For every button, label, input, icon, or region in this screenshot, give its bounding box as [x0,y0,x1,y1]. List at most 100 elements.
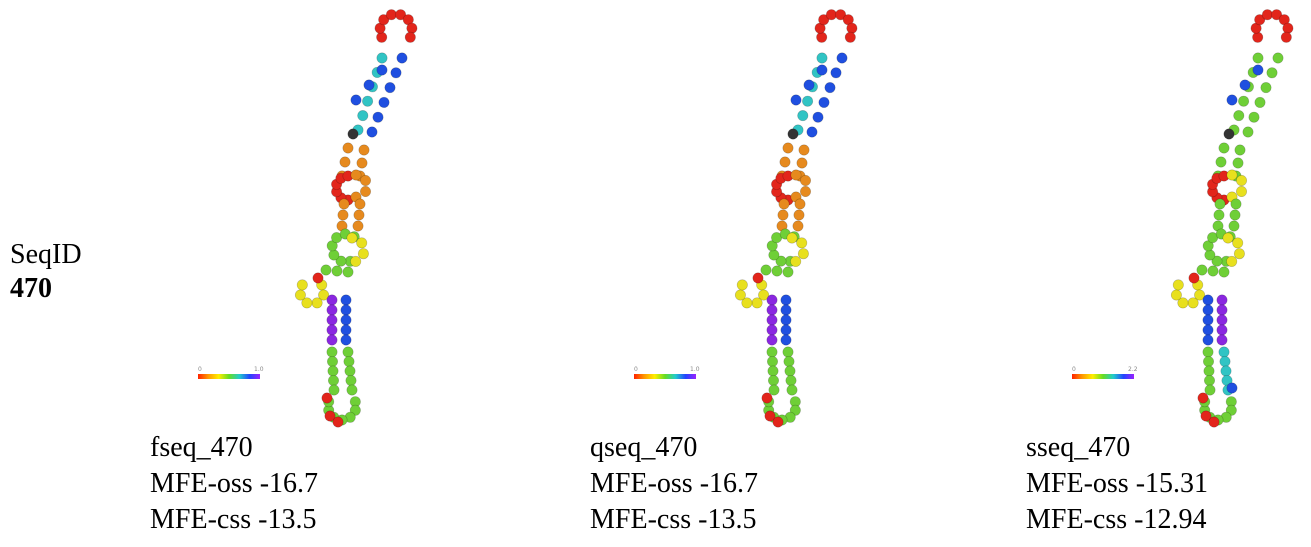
nucleotide-base [376,52,388,64]
nucleotide-base [1202,334,1214,346]
nucleotide-base [796,237,808,249]
nucleotide-base [1188,272,1200,284]
nucleotide-base [345,374,357,386]
nucleotide-base [783,355,795,367]
nucleotide-base [1252,64,1264,76]
legend-gradient [198,374,260,379]
nucleotide-base [1172,279,1184,291]
nucleotide-base [806,126,818,138]
nucleotide-base [1233,248,1245,260]
nucleotide-base [328,374,340,386]
nucleotide-base [296,279,308,291]
nucleotide-base [1232,237,1244,249]
nucleotide-base [768,374,780,386]
mfe-oss: MFE-oss -15.31 [1026,468,1209,499]
nucleotide-base [344,365,356,377]
nucleotide-base [346,384,358,396]
nucleotide-base [1260,82,1272,94]
nucleotide-base [340,304,352,316]
nucleotide-base [800,186,812,198]
nucleotide-base [363,79,375,91]
nucleotide-base [1202,314,1214,326]
nucleotide-base [824,82,836,94]
nucleotide-base [741,297,753,309]
nucleotide-base [404,31,416,43]
nucleotide-base [767,355,779,367]
nucleotide-base [794,198,806,210]
nucleotide-base [342,346,354,358]
nucleotide-base [1248,111,1260,123]
nucleotide-base [301,297,313,309]
nucleotide-base [1202,304,1214,316]
nucleotide-base [356,237,368,249]
nucleotide-base [766,346,778,358]
nucleotide-base [797,110,809,122]
structure-panel-fseq: 0 1.0 fseq_470 MFE-oss -16.7 MFE-css -13… [120,0,560,547]
nucleotide-base [766,334,778,346]
legend-min: 0 [634,366,638,373]
nucleotide-base [350,169,362,181]
nucleotide-base [346,232,358,244]
nucleotide-base [357,110,369,122]
rna-structure-diagram [294,9,418,428]
nucleotide-base [1226,94,1238,106]
nucleotide-base [782,346,794,358]
nucleotide-base [768,384,780,396]
nucleotide-base [356,157,368,169]
nucleotide-base [342,266,354,278]
nucleotide-base [354,198,366,210]
nucleotide-base [836,52,848,64]
nucleotide-base [378,96,390,108]
nucleotide-base [1261,9,1273,21]
panel-caption: sseq_470 MFE-oss -15.31 MFE-css -12.94 [1026,430,1208,538]
nucleotide-base [350,94,362,106]
nucleotide-base [343,355,355,367]
nucleotide-base [784,365,796,377]
legend-max: 1.0 [690,366,700,373]
nucleotide-base [803,79,815,91]
nucleotide-base [326,324,338,336]
nucleotide-base [790,94,802,106]
nucleotide-base [802,95,814,107]
nucleotide-base [318,289,330,301]
legend-max: 1.0 [254,366,264,373]
mfe-oss: MFE-oss -16.7 [590,468,759,499]
legend-max: 2.2 [1128,366,1138,373]
nucleotide-base [1200,410,1212,422]
nucleotide-base [326,346,338,358]
nucleotide-base [790,255,802,267]
nucleotide-base [766,324,778,336]
nucleotide-base [395,9,407,21]
nucleotide-base [326,294,338,306]
seqid-title: SeqID [10,239,82,270]
nucleotide-base [340,324,352,336]
structure-panel-qseq: 0 1.0 qseq_470 MFE-oss -16.7 MFE-css -13… [560,0,1000,547]
nucleotide-base [792,220,804,232]
nucleotide-base [362,95,374,107]
nucleotide-base [846,22,858,34]
nucleotide-base [1271,9,1283,21]
nucleotide-base [1216,304,1228,316]
nucleotide-base [780,294,792,306]
nucleotide-base [376,64,388,76]
nucleotide-base [350,255,362,267]
nucleotide-base [1226,169,1238,181]
nucleotide-base [320,264,332,276]
nucleotide-base [340,334,352,346]
nucleotide-base [1226,382,1238,394]
nucleotide-base [1242,126,1254,138]
nucleotide-base [378,14,390,26]
mfe-css: MFE-css -13.5 [150,504,317,535]
nucleotide-base [780,324,792,336]
nucleotide-base [760,264,772,276]
nucleotide-base [396,52,408,64]
nucleotide-base [1266,67,1278,79]
nucleotide-base [736,279,748,291]
nucleotide-base [1203,355,1215,367]
nucleotide-base [1202,294,1214,306]
nucleotide-base [1196,264,1208,276]
nucleotide-base [353,209,365,221]
nucleotide-base [1218,346,1230,358]
nucleotide-base [1216,324,1228,336]
nucleotide-base [1219,355,1231,367]
